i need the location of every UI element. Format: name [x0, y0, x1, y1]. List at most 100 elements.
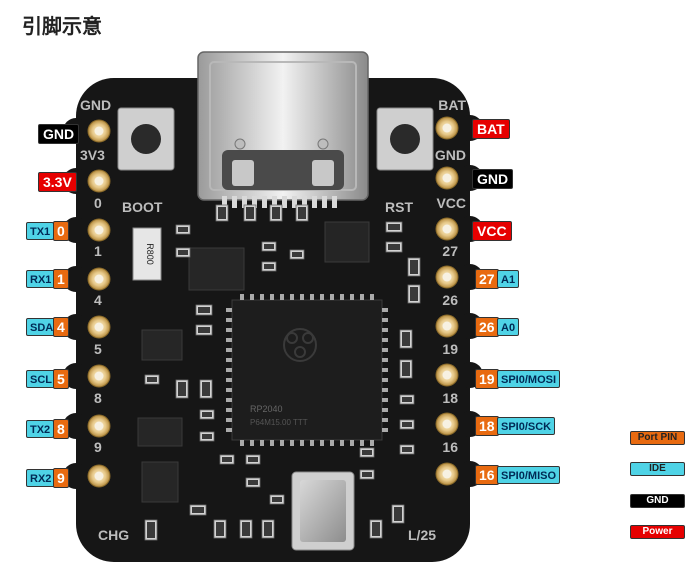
- chip-pin-left-9: [226, 398, 232, 402]
- edge-bump-left-6: [63, 413, 89, 439]
- pin-hole-left-7: [94, 471, 104, 481]
- chip-pin-right-12: [382, 428, 388, 432]
- pin-pads: [87, 116, 459, 488]
- chip-pin-left-5: [226, 358, 232, 362]
- pin-hole-left-5: [94, 371, 104, 381]
- smd-part-body-37: [362, 450, 372, 455]
- smd-part-body-18: [202, 412, 212, 417]
- silk-right-6: 18: [442, 390, 458, 406]
- smd-part-body-10: [388, 244, 400, 250]
- right-pin-0-label-0: BAT: [472, 119, 510, 139]
- charge-ic: [141, 461, 179, 503]
- chip-pin-top-7: [310, 294, 314, 300]
- chip-pin-bottom-6: [300, 440, 304, 446]
- boot-button: [117, 107, 175, 171]
- silk-left-1: 3V3: [80, 147, 105, 163]
- raspberry-logo-icon: [283, 328, 317, 362]
- smd-part-body-6: [264, 244, 274, 249]
- edge-bump-left-4: [63, 314, 89, 340]
- rp2040-chip: RP2040 P64M15.00 TTT: [226, 294, 388, 446]
- chip-pin-left-0: [226, 308, 232, 312]
- pin-hole-left-6: [94, 421, 104, 431]
- right-pin-4-label-1: A0: [497, 318, 520, 336]
- right-pin-7-label-0: 16: [475, 465, 499, 485]
- usb-c-connector: [197, 51, 369, 208]
- smd-part-body-2: [272, 207, 280, 219]
- silk-left-3: 1: [94, 243, 102, 259]
- left-pin-2-label-1: 0: [53, 221, 69, 241]
- pin-hole-right-6: [442, 419, 452, 429]
- silk-chg: CHG: [98, 527, 129, 543]
- chip-pin-bottom-12: [360, 440, 364, 446]
- left-pin-0-label-0: GND: [38, 124, 80, 144]
- legend-power: Power: [630, 525, 685, 539]
- chip-pin-right-7: [382, 378, 388, 382]
- usb-pin-6: [282, 196, 287, 208]
- smd-part-body-16: [202, 382, 210, 396]
- silk-right-3: 27: [442, 243, 458, 259]
- chip-pin-top-5: [290, 294, 294, 300]
- silk-right-2: VCC: [436, 195, 466, 211]
- smd-part-body-19: [202, 434, 212, 439]
- right-pin-1-label-0: GND: [472, 169, 514, 189]
- right-pin-5-label-0: 19: [475, 369, 499, 389]
- smd-part-body-3: [298, 207, 306, 219]
- silk-rst: RST: [385, 199, 413, 215]
- smd-part-body-27: [248, 480, 258, 485]
- left-pin-4-label-0: SDA: [26, 318, 58, 336]
- pin-hole-right-0: [442, 123, 452, 133]
- usb-pin-0: [222, 196, 227, 208]
- chip-pin-top-11: [350, 294, 354, 300]
- smd-part-body-13: [198, 307, 210, 313]
- chip-pin-right-3: [382, 338, 388, 342]
- smd-part-body-5: [178, 250, 188, 255]
- left-pin-6-label-0: TX2: [26, 420, 55, 438]
- pin-hole-right-2: [442, 224, 452, 234]
- usb-pin-9: [312, 196, 317, 208]
- chip-pin-right-10: [382, 408, 388, 412]
- left-pin-7-label-1: 9: [53, 468, 69, 488]
- pin-hole-left-4: [94, 322, 104, 332]
- left-pin-6-label-1: 8: [53, 419, 69, 439]
- chip-pin-bottom-8: [320, 440, 324, 446]
- left-pin-3-label-0: RX1: [26, 270, 56, 288]
- chip-pin-bottom-1: [250, 440, 254, 446]
- silk-left-7: 9: [94, 439, 102, 455]
- regulator-chip: [324, 221, 370, 263]
- left-pin-5-label-0: SCL: [26, 370, 56, 388]
- silk-l25: L/25: [408, 527, 436, 543]
- chip-pin-top-9: [330, 294, 334, 300]
- left-pin-3-label-1: 1: [53, 269, 69, 289]
- chip-pin-top-12: [360, 294, 364, 300]
- chip-pin-top-4: [280, 294, 284, 300]
- chip-text-1: RP2040: [250, 404, 283, 414]
- chip-pin-top-0: [240, 294, 244, 300]
- silk-right-7: 16: [442, 439, 458, 455]
- resistor-label: R800: [145, 243, 155, 265]
- smd-part-body-14: [198, 327, 210, 333]
- chip-pin-left-10: [226, 408, 232, 412]
- legend-ide: IDE: [630, 462, 685, 476]
- right-pin-5-label-1: SPI0/MOSI: [497, 370, 561, 388]
- chip-pin-left-4: [226, 348, 232, 352]
- left-pin-7-label-0: RX2: [26, 469, 56, 487]
- smd-part-body-12: [410, 287, 418, 301]
- flash-chip: [188, 247, 245, 291]
- pin-hole-left-0: [94, 126, 104, 136]
- crystal-oscillator: [291, 471, 355, 551]
- right-pin-4-label-0: 26: [475, 317, 499, 337]
- chip-pin-left-12: [226, 428, 232, 432]
- usb-pin-8: [302, 196, 307, 208]
- chip-pin-top-2: [260, 294, 264, 300]
- silk-left-5: 5: [94, 341, 102, 357]
- chip-pin-right-9: [382, 398, 388, 402]
- left-pin-4-label-1: 4: [53, 317, 69, 337]
- chip-pin-bottom-7: [310, 440, 314, 446]
- chip-pin-bottom-0: [240, 440, 244, 446]
- chip-pin-right-6: [382, 368, 388, 372]
- pin-hole-right-4: [442, 321, 452, 331]
- edge-bump-left-3: [63, 266, 89, 292]
- legend-port-pin: Port PIN: [630, 431, 685, 445]
- chip-pin-left-11: [226, 418, 232, 422]
- right-pin-6-label-1: SPI0/SCK: [497, 417, 556, 435]
